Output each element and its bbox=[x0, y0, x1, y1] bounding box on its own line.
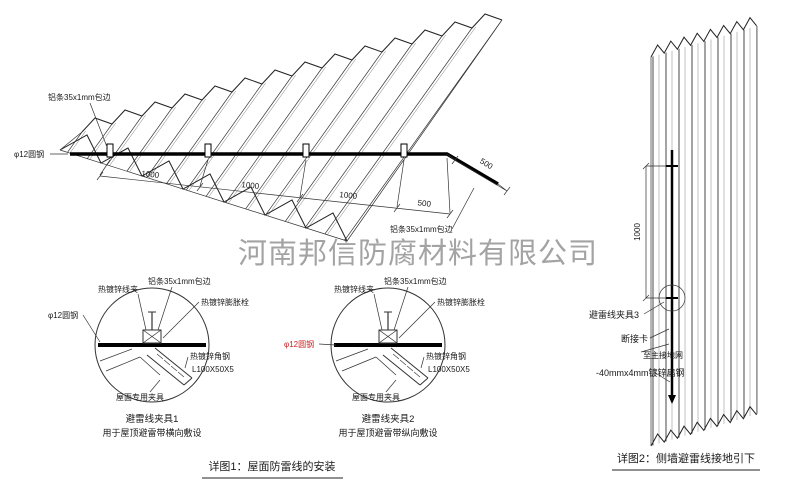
detail1-label-angle-steel: 热镀锌角钢 bbox=[190, 351, 230, 361]
label-aluminum-strip-right: 铝条35x1mm包边 bbox=[390, 224, 453, 234]
wall-dim-1000: 1000 bbox=[633, 223, 642, 241]
roof-leaders: 铝条35x1mm包边 φ12圆钢 铝条35x1mm包边 bbox=[14, 92, 475, 234]
detail1-label-strip: 铝条35x1mm包边 bbox=[148, 276, 211, 286]
wall-label-disconnect: 断接卡 bbox=[621, 333, 648, 344]
detail1-label-angle-spec: L100X50X5 bbox=[192, 365, 234, 374]
detail2-label-roof-clamp: 屋面专用夹具 bbox=[352, 392, 400, 402]
detail2-label-angle-spec: L100X50X5 bbox=[428, 365, 470, 374]
captions: 详图1：屋面防雷线的安装 详图2：侧墙避雷线接地引下 bbox=[202, 451, 760, 479]
detail2-subtitle: 用于屋顶避雷带纵向敷设 bbox=[338, 427, 437, 438]
roof-dimension-chain: 1000 1000 1000 500 bbox=[96, 157, 454, 219]
roof-view: 1000 1000 1000 500 500 铝条35x1mm包边 φ12圆钢 … bbox=[14, 13, 511, 242]
wall-dimension: 1000 bbox=[633, 162, 666, 302]
label-aluminum-strip-top: 铝条35x1mm包边 bbox=[48, 92, 111, 102]
wall-top-edge bbox=[650, 16, 757, 58]
detail1-label-wire-clamp: 热镀锌线夹 bbox=[98, 284, 138, 294]
dim-1000-a: 1000 bbox=[141, 169, 160, 180]
caption-detail1: 详图1：屋面防雷线的安装 bbox=[208, 459, 335, 473]
wall-leaders bbox=[640, 301, 671, 383]
detail1-subtitle: 用于屋顶避雷带横向敷设 bbox=[102, 427, 201, 438]
wire-clamps bbox=[106, 143, 408, 158]
detail1-title: 避雷线夹具1 bbox=[126, 413, 179, 425]
wall-label-flat-steel: -40mmx4mm镀锌扁钢 bbox=[596, 367, 685, 378]
detail2-label-angle-steel: 热镀锌角钢 bbox=[426, 351, 466, 361]
detail2-label-expansion-bolt: 热镀锌膨胀栓 bbox=[437, 297, 485, 307]
dim-500-a: 500 bbox=[417, 198, 432, 208]
caption-detail2: 详图2：侧墙避雷线接地引下 bbox=[617, 451, 755, 465]
detail-circle-1: 热镀锌线夹 铝条35x1mm包边 热镀锌膨胀栓 φ12圆钢 热镀锌角钢 L100… bbox=[48, 276, 249, 438]
wall-bottom-edge bbox=[650, 405, 757, 447]
detail2-label-round-steel: φ12圆钢 bbox=[284, 339, 314, 349]
detail1-leaders bbox=[82, 286, 200, 393]
wall-label-to-ground: 至主接地网 bbox=[643, 350, 683, 360]
conductor-arrow bbox=[668, 395, 676, 404]
detail1-label-roof-clamp: 屋面专用夹具 bbox=[116, 392, 164, 402]
wall-view: 1000 避雷线夹具3 断接卡 至主接地网 -40mmx4mm镀锌扁钢 bbox=[589, 16, 758, 447]
dim-1000-b: 1000 bbox=[241, 180, 260, 191]
detail1-label-expansion-bolt: 热镀锌膨胀栓 bbox=[201, 297, 249, 307]
wall-corrugation bbox=[651, 26, 757, 446]
detail-circle-2: 热镀锌线夹 铝条35x1mm包边 热镀锌膨胀栓 φ12圆钢 热镀锌角钢 L100… bbox=[284, 276, 485, 438]
roof-far-edge bbox=[81, 13, 503, 133]
detail2-title: 避雷线夹具2 bbox=[362, 413, 415, 425]
roof-near-profile bbox=[59, 134, 348, 242]
watermark-text: 河南邦信防腐材料有限公司 bbox=[238, 237, 598, 270]
wall-label-clamp3: 避雷线夹具3 bbox=[589, 309, 639, 320]
detail1-label-round-steel: φ12圆钢 bbox=[48, 310, 78, 320]
dim-1000-c: 1000 bbox=[339, 190, 358, 201]
dim-500-side: 500 bbox=[478, 157, 495, 172]
label-round-steel: φ12圆钢 bbox=[14, 149, 44, 159]
detail2-label-strip: 铝条35x1mm包边 bbox=[384, 276, 447, 286]
detail2-leaders bbox=[318, 286, 436, 393]
detail2-label-wire-clamp: 热镀锌线夹 bbox=[334, 284, 374, 294]
